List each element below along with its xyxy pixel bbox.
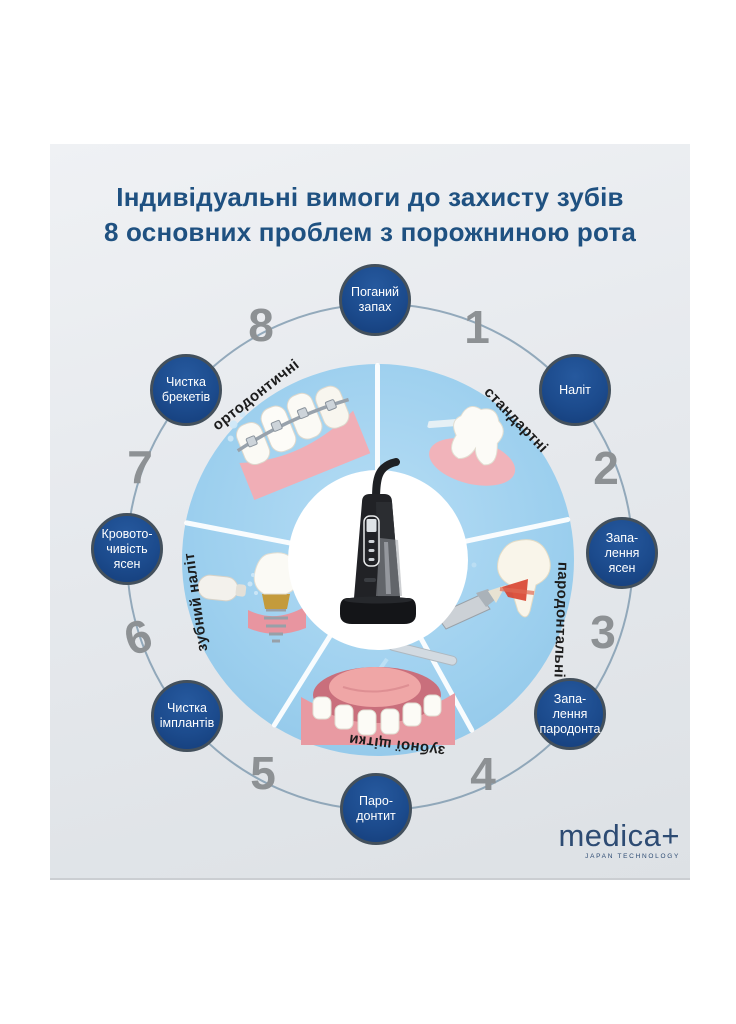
problem-node-braces-cleaning: Чистка брекетів bbox=[150, 354, 222, 426]
node-label-line: лення bbox=[552, 706, 588, 721]
problem-node-periodontitis: Паро- донтит bbox=[340, 773, 412, 845]
wheel-number-1: 1 bbox=[464, 301, 490, 353]
problem-node-implant-cleaning: Чистка імплантів bbox=[151, 680, 223, 752]
mouth-irrigation-image bbox=[301, 645, 458, 745]
periodontal-treatment-image bbox=[435, 539, 551, 630]
title-line-2: 8 основних проблем з порожниною рота bbox=[103, 217, 637, 247]
node-label-line: донтит bbox=[356, 809, 396, 823]
node-label-line: запах bbox=[358, 300, 392, 314]
node-label-line: пародонта bbox=[539, 721, 601, 736]
node-label-line: ясен bbox=[608, 560, 636, 575]
node-label-line: Кровото- bbox=[101, 526, 153, 541]
node-label-line: лення bbox=[604, 545, 640, 560]
node-label-line: брекетів bbox=[161, 390, 211, 404]
problem-node-bad-breath: Поганий запах bbox=[339, 264, 411, 336]
standard-tooth-image bbox=[426, 406, 516, 486]
node-label-line: Наліт bbox=[559, 382, 591, 397]
wheel-number-2: 2 bbox=[593, 442, 619, 494]
brand-logo: medica+ JAPAN TECHNOLOGY bbox=[556, 818, 680, 861]
problem-node-gum-inflammation: Запа- лення ясен bbox=[586, 517, 658, 589]
node-label-line: імплантів bbox=[159, 716, 215, 730]
wheel-number-5: 5 bbox=[250, 747, 276, 799]
wheel-number-3: 3 bbox=[590, 606, 616, 658]
node-label-line: Запа- bbox=[553, 691, 587, 706]
problem-node-bleeding-gums: Кровото- чивість ясен bbox=[91, 513, 163, 585]
problem-node-plaque: Наліт bbox=[539, 354, 611, 426]
oral-irrigator-device-image bbox=[340, 458, 416, 624]
node-label-line: чивість bbox=[106, 541, 148, 556]
wheel-number-4: 4 bbox=[470, 748, 496, 800]
brand-tagline: JAPAN TECHNOLOGY bbox=[585, 853, 680, 860]
node-label-line: ясен bbox=[113, 556, 141, 571]
node-label-line: Запа- bbox=[605, 530, 639, 545]
node-label-line: Чистка bbox=[167, 701, 207, 715]
node-label-line: Паро- bbox=[358, 794, 393, 808]
node-label-line: Поганий bbox=[350, 285, 400, 299]
wheel-number-8: 8 bbox=[248, 299, 274, 351]
node-label-line: Чистка bbox=[166, 375, 206, 389]
wheel-number-7: 7 bbox=[127, 441, 153, 493]
sector-divider bbox=[375, 363, 380, 560]
title-line-1: Індивідуальні вимоги до захисту зубів bbox=[116, 182, 624, 212]
brand-name: medica+ bbox=[558, 818, 680, 853]
problem-node-periodontium-inflammation: Запа- лення пародонта bbox=[534, 678, 606, 750]
implant-tooth-image bbox=[198, 552, 306, 643]
braces-teeth-image bbox=[227, 385, 371, 501]
page-title: Індивідуальні вимоги до захисту зубів 8 … bbox=[50, 180, 690, 250]
